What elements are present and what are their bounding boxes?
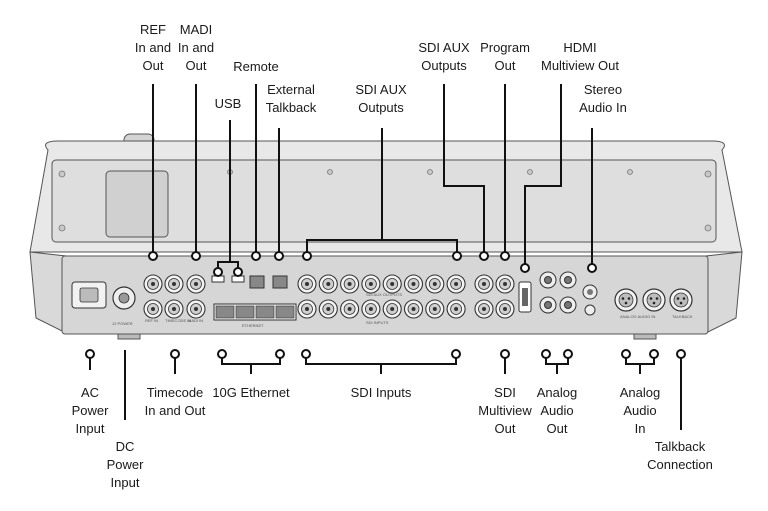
callout-dot — [500, 349, 510, 359]
bnc-connector — [425, 299, 445, 319]
callout-dot — [587, 263, 597, 273]
callout-lines — [89, 84, 682, 430]
bnc-connector — [382, 299, 402, 319]
bnc-connector — [143, 274, 163, 294]
bnc-connector — [361, 274, 381, 294]
label-usb: USB — [215, 96, 242, 111]
mark-madi-in: MADI IN — [188, 318, 203, 323]
mark-analog-audio-in: ANALOG AUDIO IN — [620, 314, 655, 319]
callout-dot — [451, 349, 461, 359]
mark-ethernet: ETHERNET — [242, 323, 264, 328]
bnc-connector — [495, 299, 515, 319]
bnc-connector — [446, 274, 466, 294]
label-10g-ethernet: 10G Ethernet — [212, 385, 290, 400]
callout-dot — [233, 267, 243, 277]
bnc-connector — [474, 274, 494, 294]
bnc-connector — [164, 274, 184, 294]
analog-audio-out-jacks — [539, 271, 577, 314]
callout-dot — [541, 349, 551, 359]
mark-timecode-in: TIMECODE IN — [165, 318, 191, 323]
callout-dot — [621, 349, 631, 359]
bnc-connector — [340, 299, 360, 319]
device-left-wing — [29, 251, 67, 333]
panel-marks: 12 POWER REF IN TIMECODE IN MADI IN ETHE… — [112, 292, 693, 328]
bnc-connector — [297, 299, 317, 319]
callout-dot — [301, 349, 311, 359]
label-remote: Remote — [233, 59, 279, 74]
bnc-connector — [340, 274, 360, 294]
xlr-connector — [614, 288, 638, 312]
mark-talkback: TALKBACK — [672, 314, 693, 319]
callout-dot — [649, 349, 659, 359]
callout-dot — [479, 251, 489, 261]
bnc-connector — [403, 299, 424, 319]
callout-dots — [85, 251, 686, 359]
bnc-connector — [186, 299, 206, 319]
bnc-connector — [361, 299, 381, 319]
callout-dot — [274, 251, 284, 261]
callout-dot — [563, 349, 573, 359]
device-foot-right — [633, 333, 657, 340]
bnc-connector — [318, 274, 338, 294]
callout-dot — [302, 251, 312, 261]
device-back-plate — [51, 159, 717, 243]
bnc-connector — [297, 274, 317, 294]
bnc-connector — [186, 274, 206, 294]
device-foot-left — [117, 333, 141, 340]
bnc-connector — [474, 299, 494, 319]
callout-dot — [676, 349, 686, 359]
device-right-wing — [705, 251, 743, 333]
callout-dot — [217, 349, 227, 359]
xlr-connector — [642, 288, 666, 312]
callout-dot — [191, 251, 201, 261]
callout-dot — [85, 349, 95, 359]
bnc-connector — [318, 299, 338, 319]
mark-power: 12 POWER — [112, 321, 133, 326]
bnc-connectors — [143, 274, 515, 319]
bnc-connector — [495, 274, 515, 294]
callout-dot — [251, 251, 261, 261]
device-window — [105, 170, 169, 238]
mark-sdi-inputs: SDI INPUTS — [366, 320, 389, 325]
bnc-connector — [143, 299, 163, 319]
bnc-connector — [164, 299, 184, 319]
bnc-connector — [382, 274, 402, 294]
callout-dot — [213, 267, 223, 277]
mark-sdi-aux: SDI AUX OUTPUTS — [366, 292, 402, 297]
label-sdi-inputs: SDI Inputs — [351, 385, 412, 400]
ethernet-ports — [213, 303, 297, 321]
callout-dot — [148, 251, 158, 261]
callout-dot — [452, 251, 462, 261]
bnc-connector — [425, 274, 445, 294]
external-talkback-port — [272, 275, 288, 289]
bnc-connector — [403, 274, 424, 294]
mark-ref-in: REF IN — [145, 318, 158, 323]
bnc-connector — [446, 299, 466, 319]
xlr-connectors — [614, 288, 693, 312]
callout-dot — [170, 349, 180, 359]
callout-dot — [500, 251, 510, 261]
callout-dot — [520, 263, 530, 273]
xlr-connector — [669, 288, 693, 312]
callout-dot — [275, 349, 285, 359]
remote-port — [249, 275, 265, 289]
ac-power-inlet — [71, 281, 107, 309]
